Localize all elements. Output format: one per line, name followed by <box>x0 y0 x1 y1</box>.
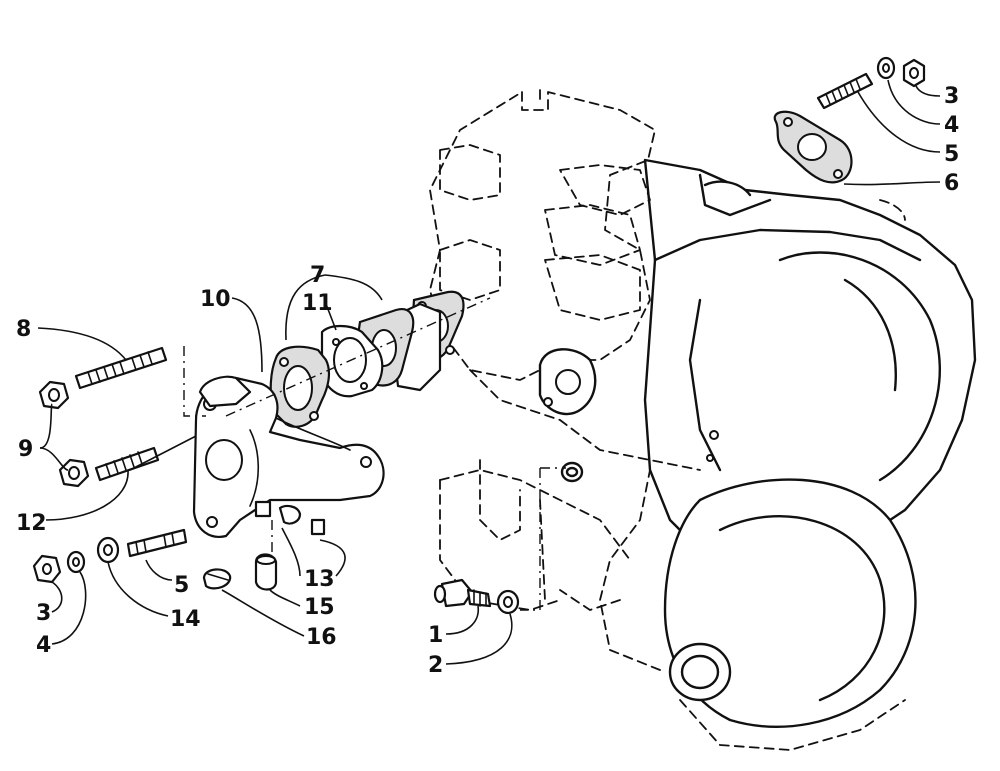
nut-lower-left <box>58 458 90 488</box>
callout-2: 2 <box>428 653 443 678</box>
callout-5-top: 5 <box>944 142 959 167</box>
adapter-flange <box>320 324 384 398</box>
callout-6: 6 <box>944 171 959 196</box>
callout-10: 10 <box>200 287 231 312</box>
gasket-top <box>773 110 853 184</box>
washer-lower <box>66 550 86 574</box>
assembly-axes <box>183 297 566 611</box>
engine-block <box>429 89 977 751</box>
nut-upper-left <box>38 380 70 410</box>
callout-1: 1 <box>428 623 443 648</box>
callout-4-top: 4 <box>944 113 959 138</box>
stud-top <box>816 72 874 110</box>
temperature-sensor <box>433 578 492 608</box>
stud-middle-left <box>94 446 160 482</box>
stud-upper-left <box>74 346 168 390</box>
callout-12: 12 <box>16 511 47 536</box>
sensor-washer <box>496 589 520 615</box>
nut-top <box>902 58 926 88</box>
callout-7: 7 <box>310 263 325 288</box>
callout-16: 16 <box>306 625 337 650</box>
callout-8: 8 <box>16 317 31 342</box>
callout-14: 14 <box>170 607 201 632</box>
callout-15: 15 <box>304 595 335 620</box>
leader-lines <box>37 79 941 665</box>
callout-3-bottom: 3 <box>36 601 51 626</box>
hose-cap <box>254 553 278 591</box>
stud-lower-left <box>126 528 188 558</box>
top-right-hardware <box>773 56 926 184</box>
callout-9: 9 <box>18 437 33 462</box>
washer-top <box>876 56 896 80</box>
hose-clamp <box>202 568 232 590</box>
callout-labels: 3 4 5 6 7 11 10 8 9 12 13 15 16 5 14 3 4… <box>16 84 959 678</box>
callout-11: 11 <box>302 291 333 316</box>
left-hardware <box>32 346 188 584</box>
exhaust-manifold <box>192 375 385 538</box>
callout-13: 13 <box>304 567 335 592</box>
callout-3-top: 3 <box>944 84 959 109</box>
washer-lower-flat <box>96 536 120 564</box>
gasket-manifold-side <box>269 345 331 428</box>
callout-5-bottom: 5 <box>174 573 189 598</box>
exhaust-assembly <box>192 290 465 591</box>
nut-lower <box>32 554 62 584</box>
callout-4-bottom: 4 <box>36 633 51 658</box>
